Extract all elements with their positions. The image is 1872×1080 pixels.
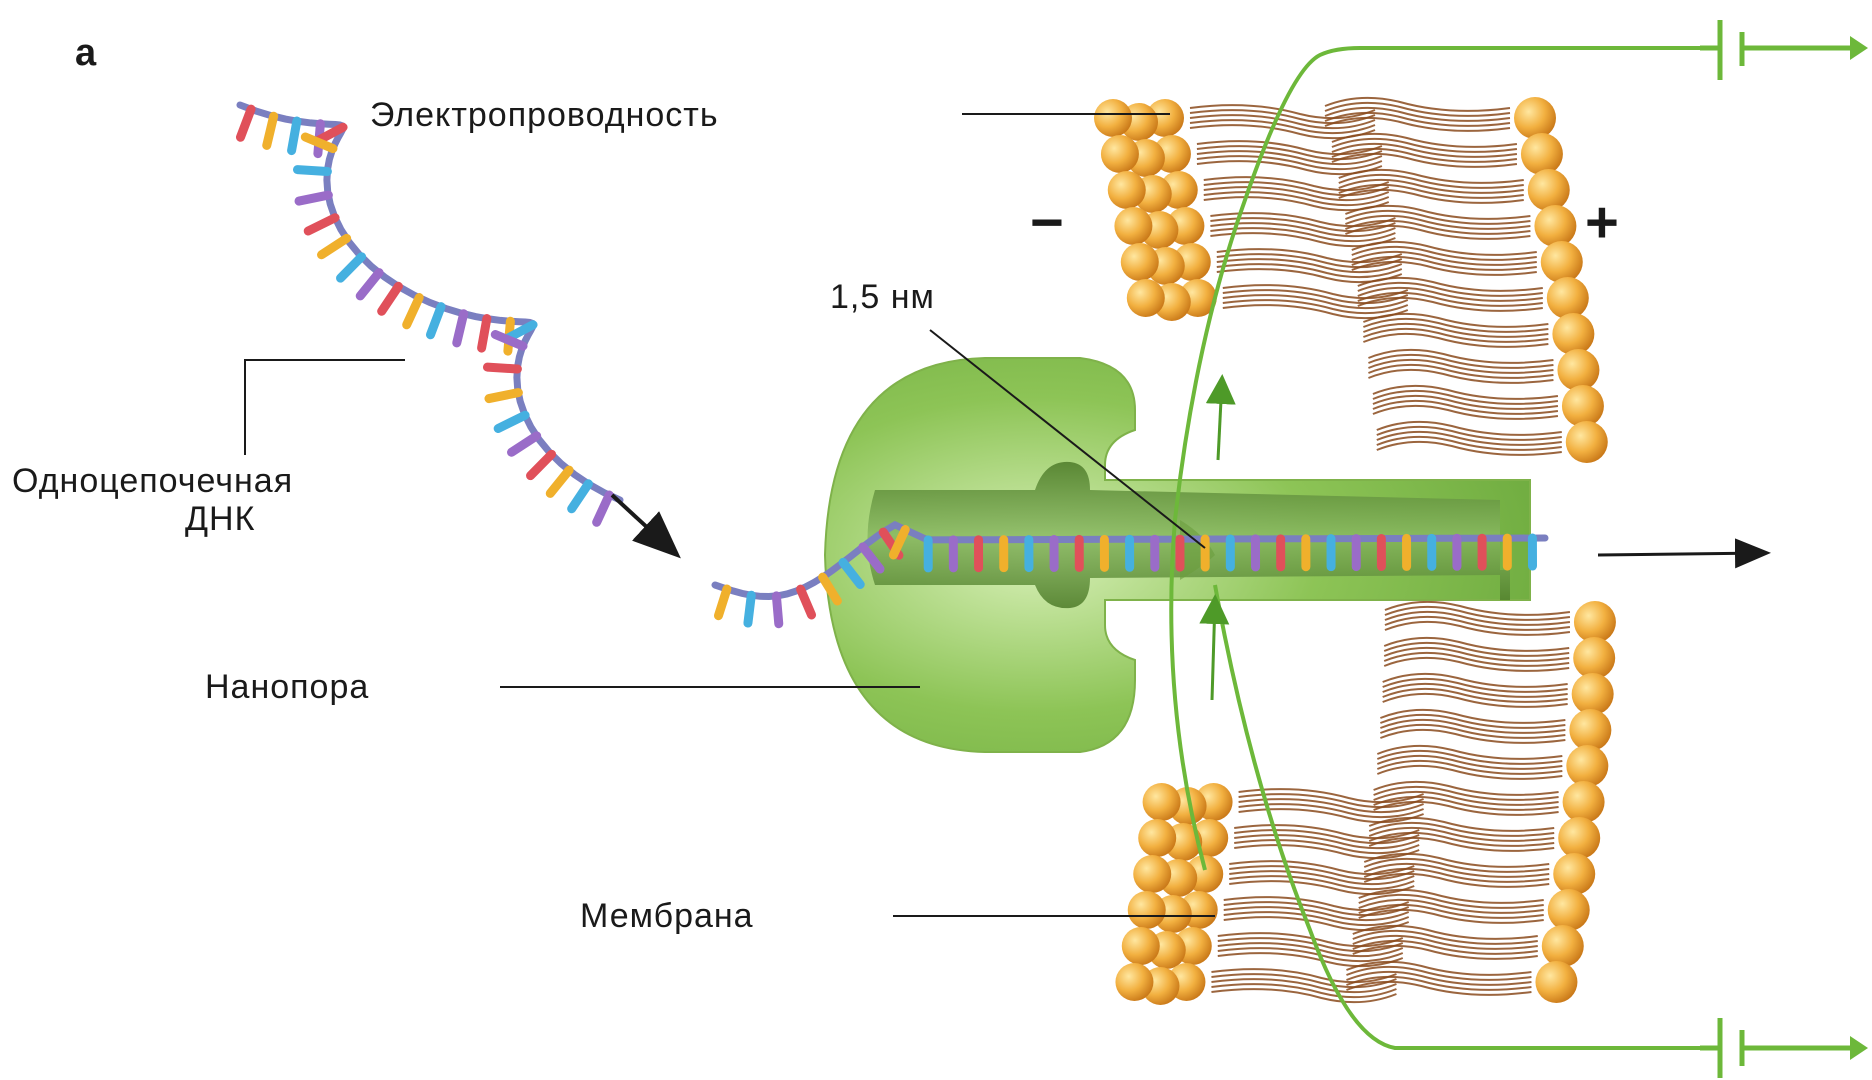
- dna-base: [308, 218, 335, 231]
- dna-base: [487, 367, 517, 369]
- dna-base: [748, 595, 751, 623]
- plus-sign: +: [1585, 190, 1619, 255]
- conductivity-label: Электропроводность: [370, 96, 719, 134]
- dna-entry-arrow: [612, 495, 675, 553]
- dna-base: [498, 415, 525, 428]
- nanopore-label: Нанопора: [205, 668, 369, 706]
- dna-base: [550, 470, 569, 493]
- dna-base: [801, 589, 812, 615]
- dna-base: [430, 307, 441, 335]
- ssdna-label-line2: ДНК: [185, 500, 255, 538]
- lipid-head: [1573, 637, 1615, 679]
- current-arrow-up: [1218, 380, 1222, 460]
- dna-base: [267, 116, 274, 145]
- lipid-head: [1563, 781, 1605, 823]
- lipid-head: [1115, 963, 1153, 1001]
- lipid-head: [1143, 783, 1181, 821]
- lipid-head: [1094, 99, 1132, 137]
- membrane-label: Мембрана: [580, 897, 754, 935]
- dna-base: [512, 436, 537, 452]
- lipid-head: [1108, 171, 1146, 209]
- dna-base: [240, 109, 251, 137]
- lipid-head: [1552, 313, 1594, 355]
- lipid-head: [1114, 207, 1152, 245]
- dna-base: [292, 121, 297, 151]
- single-strand-dna: [240, 105, 620, 522]
- lipid-head: [1128, 891, 1166, 929]
- lipid-head: [1127, 279, 1165, 317]
- lipid-head: [1122, 927, 1160, 965]
- lipid-head: [1534, 205, 1576, 247]
- lipid-head: [1562, 385, 1604, 427]
- lipid-head: [1101, 135, 1139, 173]
- dna-base: [360, 273, 379, 296]
- lipid-head: [1514, 97, 1556, 139]
- lipid-head: [1535, 961, 1577, 1003]
- lipid-head: [1566, 421, 1608, 463]
- lipid-head: [1572, 673, 1614, 715]
- pore-width-label: 1,5 нм: [830, 278, 935, 316]
- battery-icon: [1700, 20, 1868, 80]
- dna-base: [531, 454, 552, 475]
- lipid-head: [1528, 169, 1570, 211]
- dna-base: [457, 314, 464, 343]
- dna-base: [572, 484, 589, 509]
- lipid-head: [1548, 889, 1590, 931]
- lipid-head: [1121, 243, 1159, 281]
- lipid-head: [1138, 819, 1176, 857]
- minus-sign: −: [1030, 190, 1064, 255]
- dna-base: [776, 596, 778, 624]
- dna-base: [407, 298, 420, 325]
- lipid-head: [1547, 277, 1589, 319]
- lipid-head: [1557, 349, 1599, 391]
- ssdna-leader: [245, 360, 405, 455]
- panel-letter: а: [75, 32, 97, 74]
- lipid-head: [1574, 601, 1616, 643]
- dna-base: [322, 238, 347, 254]
- ssdna-label-line1: Одноцепочечная: [12, 462, 293, 500]
- dna-backbone: [240, 105, 620, 500]
- lipid-head: [1566, 745, 1608, 787]
- dna-base: [489, 393, 518, 399]
- dna-base: [482, 319, 487, 349]
- lipid-head: [1569, 709, 1611, 751]
- lipid-head: [1558, 817, 1600, 859]
- dna-base: [382, 286, 399, 311]
- lipid-head: [1541, 241, 1583, 283]
- dna-base: [297, 170, 327, 172]
- direction-arrow-icon: [1598, 553, 1765, 555]
- lipid-head: [1521, 133, 1563, 175]
- dna-base: [299, 195, 328, 201]
- battery-icon: [1700, 1018, 1868, 1078]
- lipid-head: [1542, 925, 1584, 967]
- lipid-head: [1133, 855, 1171, 893]
- dna-base: [341, 257, 362, 278]
- lipid-head: [1553, 853, 1595, 895]
- dna-base: [597, 495, 610, 522]
- dna-base: [718, 589, 726, 616]
- current-arrow-lower: [1212, 600, 1215, 700]
